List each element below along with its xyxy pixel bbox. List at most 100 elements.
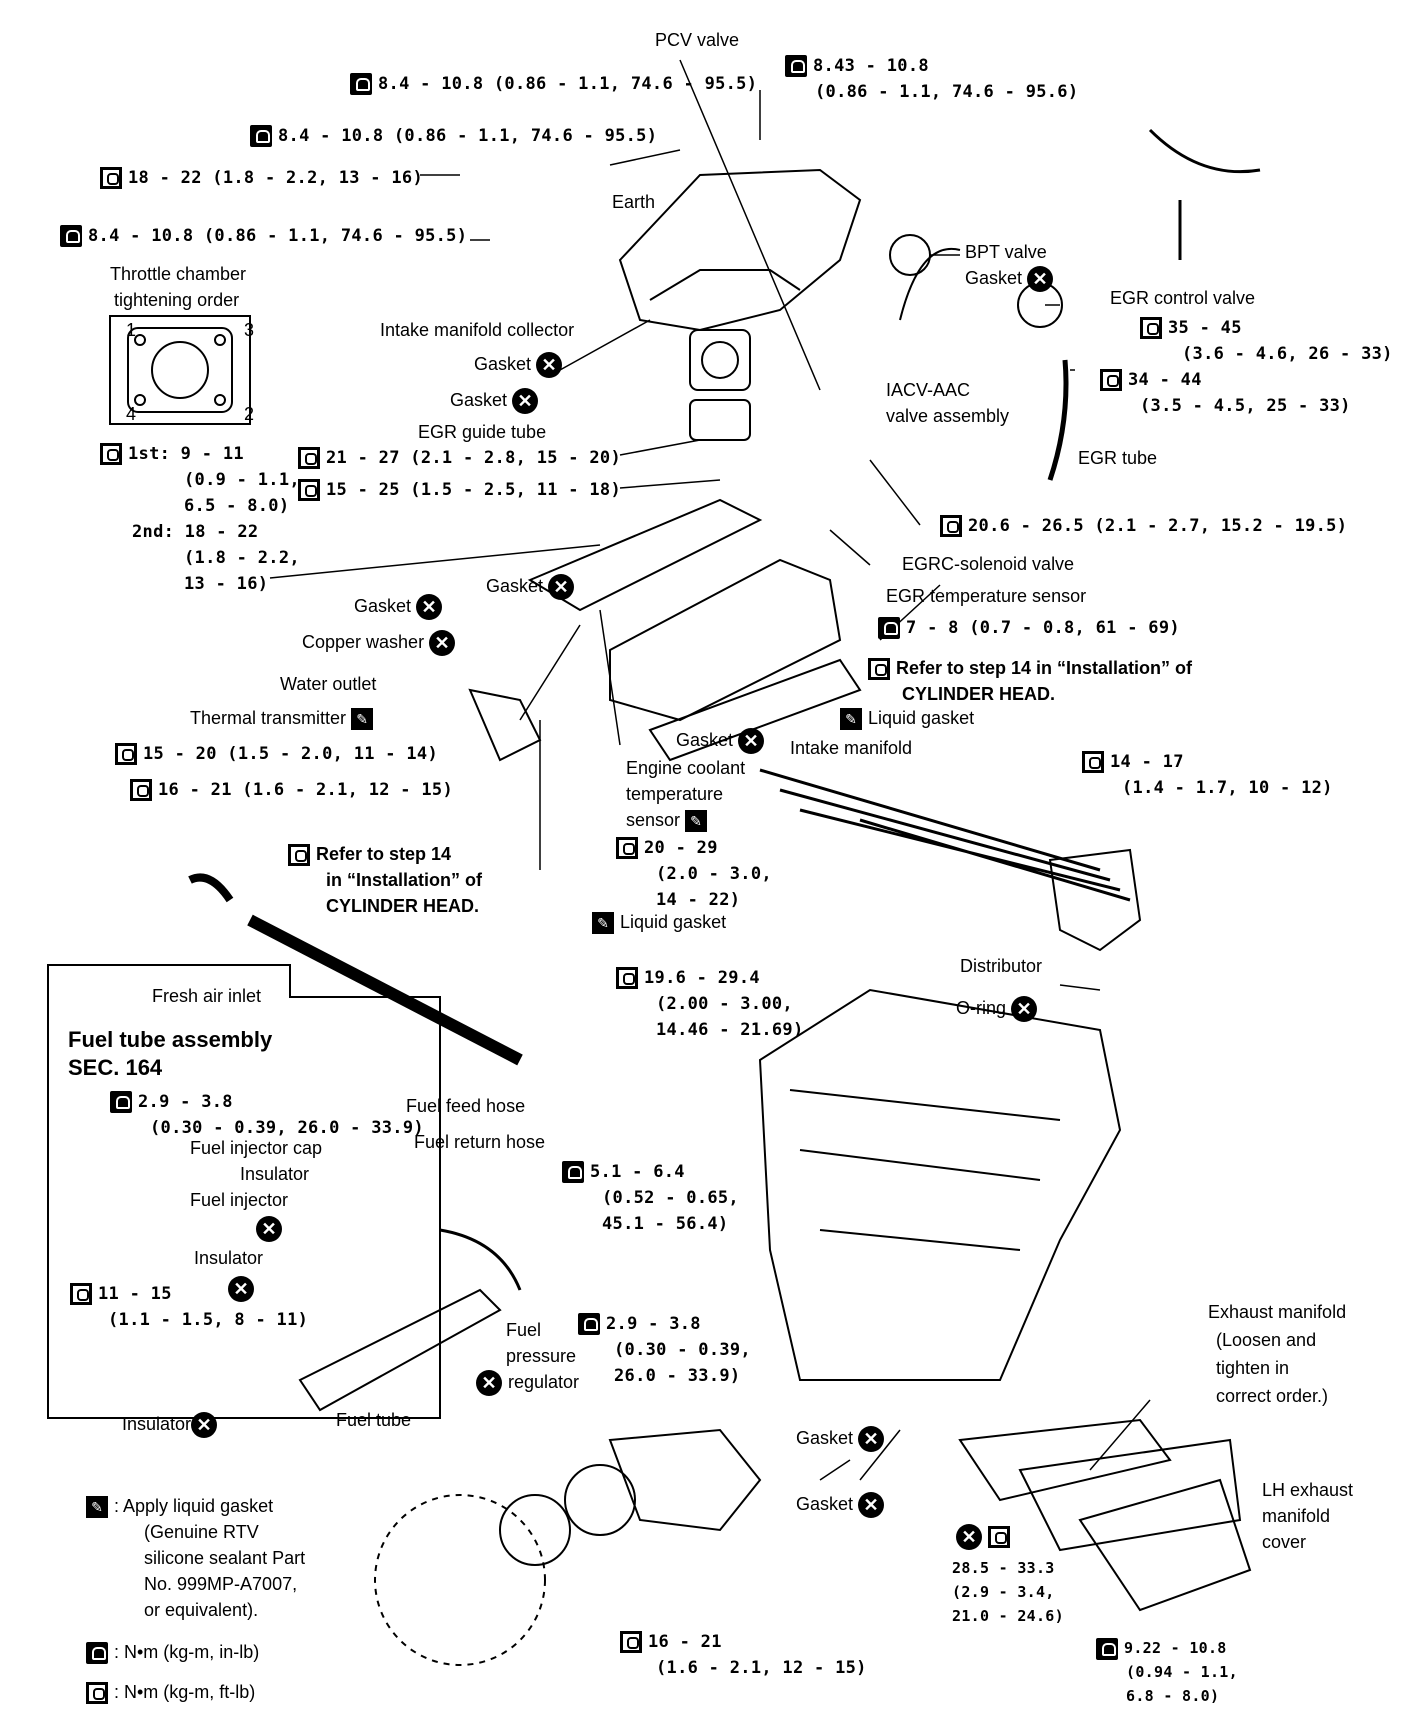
legend-lg-2: (Genuine RTV [144, 1522, 259, 1542]
legend-liquid-gasket: ✎: Apply liquid gasket [86, 1494, 274, 1519]
tightening-order-label: tightening order [114, 290, 240, 310]
water-outlet-label: Water outlet [280, 674, 377, 694]
fuel-label: Fuel [506, 1320, 542, 1340]
gasket-label-2: Gasket ✕ [450, 388, 544, 415]
distributor-label: Distributor [960, 956, 1043, 976]
pulley-shape [564, 1464, 636, 1536]
cylinder-head-label: CYLINDER HEAD. [902, 684, 1056, 704]
torque-ft-lb-icon [298, 479, 320, 501]
gasket-bpt-label: Gasket ✕ [965, 266, 1059, 293]
order-1: 1 [126, 320, 137, 340]
egr-tube-label: EGR tube [1078, 448, 1158, 468]
thermal-transmitter-label: Thermal transmitter ✎ [190, 706, 379, 731]
torque-t3: 8.4 - 10.8 (0.86 - 1.1, 74.6 - 95.5) [250, 124, 657, 148]
lower-gasket-shape [648, 658, 862, 762]
gasket-text: Gasket [474, 354, 532, 374]
torque-in-lb-icon [250, 125, 272, 147]
ect-label-1: Engine coolant [626, 758, 746, 778]
torque-t18-value: 5.1 - 6.4 [590, 1162, 685, 1182]
torque-ft-lb-icon [1082, 751, 1104, 773]
fuel-return-hose-label: Fuel return hose [414, 1132, 546, 1152]
intake-manifold-shape [609, 558, 842, 722]
torque-ft-lb-icon [988, 1526, 1010, 1549]
torque-t7: 34 - 44 [1100, 368, 1202, 392]
torque-t8: 21 - 27 (2.1 - 2.8, 15 - 20) [298, 446, 621, 470]
gasket-text: Gasket [450, 390, 508, 410]
exhaust-note-1: (Loosen and [1216, 1330, 1317, 1350]
regulator-text: regulator [508, 1372, 580, 1392]
gasket-label-5: Gasket ✕ [676, 728, 770, 755]
do-not-reuse-icon: ✕ [228, 1276, 254, 1303]
torque-t20-value: 2.9 - 3.8 [606, 1314, 701, 1334]
gasket-label-1: Gasket ✕ [474, 352, 568, 379]
legend-liquid-gasket-text: : Apply liquid gasket [114, 1496, 274, 1516]
torque-in-lb-icon [110, 1091, 132, 1113]
distributor-shape [1048, 848, 1142, 952]
do-not-reuse-icon: ✕ [512, 388, 539, 415]
torque-t23c: 6.8 - 8.0) [1126, 1687, 1220, 1705]
torque-t1: 8.4 - 10.8 (0.86 - 1.1, 74.6 - 95.5) [350, 72, 757, 96]
do-not-reuse-icon: ✕ [858, 1492, 885, 1519]
gasket-label-4: Gasket ✕ [354, 594, 448, 621]
torque-t3-value: 8.4 - 10.8 (0.86 - 1.1, 74.6 - 95.5) [278, 126, 658, 146]
liquid-gasket-icon: ✎ [592, 912, 614, 935]
torque-t23b: (0.94 - 1.1, [1126, 1663, 1238, 1681]
throttle-order-box [109, 315, 251, 425]
torque-t21c: 21.0 - 24.6) [952, 1607, 1064, 1625]
insulator-label-2: Insulator [194, 1248, 264, 1268]
torque-t9: 15 - 25 (1.5 - 2.5, 11 - 18) [298, 478, 621, 502]
torque-t10: 20.6 - 26.5 (2.1 - 2.7, 15.2 - 19.5) [940, 514, 1347, 538]
gasket-text: Gasket [796, 1494, 854, 1514]
egr-temp-sensor-label: EGR temperature sensor [886, 586, 1087, 606]
torque-t6: 35 - 45 [1140, 316, 1242, 340]
egr-tube-shape [1047, 359, 1069, 481]
torque-t7-value: 34 - 44 [1128, 370, 1202, 390]
torque-t16b: (2.00 - 3.00, [656, 994, 793, 1014]
torque-in-lb-icon [86, 1642, 108, 1665]
torque-t18c: 45.1 - 56.4) [602, 1214, 729, 1234]
torque-t22-value: 16 - 21 [648, 1632, 722, 1652]
legend-ft-lb-text: : N•m (kg-m, ft-lb) [114, 1682, 256, 1702]
torque-t23-value: 9.22 - 10.8 [1124, 1639, 1227, 1657]
torque-t14-value: 14 - 17 [1110, 752, 1184, 772]
torque-t15: 20 - 29 [616, 836, 718, 860]
torque-ft-lb-icon [115, 743, 137, 765]
egr-control-valve-label: EGR control valve [1110, 288, 1256, 308]
intake-collector-label: Intake manifold collector [380, 320, 575, 340]
torque-t22b: (1.6 - 2.1, 12 - 15) [656, 1658, 867, 1678]
egrc-solenoid-label: EGRC-solenoid valve [902, 554, 1075, 574]
torque-ft-lb-icon [130, 779, 152, 801]
do-not-reuse-icon: ✕ [956, 1524, 982, 1551]
exhaust-note-2: tighten in [1216, 1358, 1290, 1378]
torque-t21: 28.5 - 33.3 [952, 1559, 1055, 1577]
pcv-valve-label: PCV valve [655, 30, 740, 50]
torque-in-lb-icon [785, 55, 807, 77]
gasket-text: Gasket [676, 730, 734, 750]
torque-ft-lb-icon [620, 1631, 642, 1653]
torque-t5: 8.4 - 10.8 (0.86 - 1.1, 74.6 - 95.5) [60, 224, 467, 248]
torque-t12: 15 - 20 (1.5 - 2.0, 11 - 14) [115, 742, 438, 766]
legend-ft-lb: : N•m (kg-m, ft-lb) [86, 1680, 256, 1705]
throttle-chamber-label: Throttle chamber [110, 264, 247, 284]
fuel-assembly-frame [47, 964, 441, 1419]
do-not-reuse-icon: ✕ [476, 1370, 502, 1397]
torque-t16: 19.6 - 29.4 [616, 966, 760, 990]
fuel-assembly-title: Fuel tube assembly [68, 1027, 273, 1052]
second-stage: 2nd: 18 - 22 [132, 522, 259, 542]
do-not-reuse-icon: ✕ [738, 728, 765, 755]
do-not-reuse-icon: ✕ [1027, 266, 1054, 293]
do-not-reuse-icon: ✕ [1011, 996, 1038, 1023]
cooling-fan-shape [374, 1494, 546, 1666]
insulator-x: ✕ [228, 1276, 260, 1303]
torque-in-lb-icon [562, 1161, 584, 1183]
liquid-gasket-icon: ✎ [685, 810, 708, 833]
torque-t15b: (2.0 - 3.0, [656, 864, 772, 884]
lh-cover-label-2: manifold [1262, 1506, 1331, 1526]
torque-t19: 11 - 15 [70, 1282, 172, 1306]
copper-washer-label: Copper washer ✕ [302, 630, 461, 657]
torque-t4-value: 18 - 22 (1.8 - 2.2, 13 - 16) [128, 168, 423, 188]
liquid-gasket-label-2: ✎Liquid gasket [592, 910, 726, 935]
exhaust-manifold-label: Exhaust manifold [1208, 1302, 1347, 1322]
torque-t23: 9.22 - 10.8 [1096, 1636, 1227, 1660]
